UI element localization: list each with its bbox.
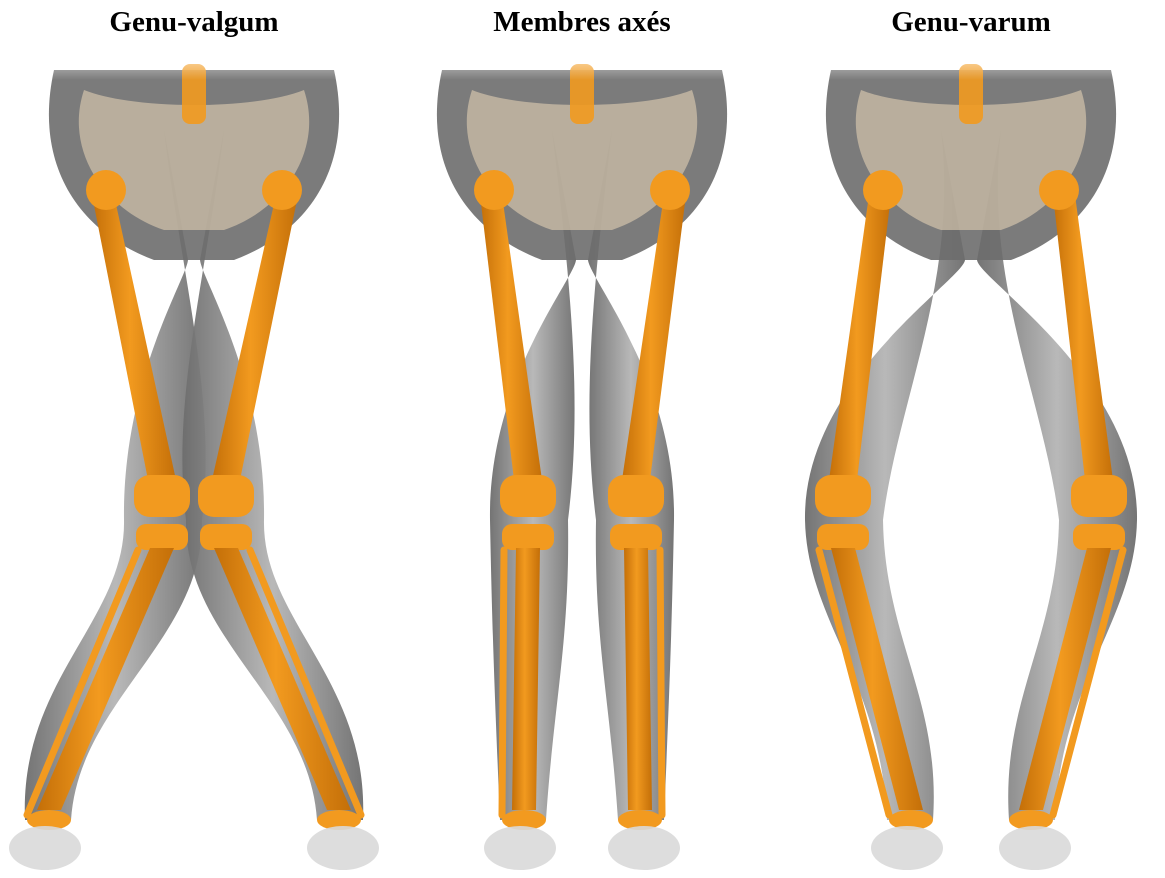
- fibula: [502, 550, 504, 815]
- foot: [9, 826, 81, 870]
- femoral-head: [86, 170, 126, 210]
- leg-illustration-varum: [777, 0, 1165, 878]
- panel-varum: Genu-varum: [777, 0, 1165, 878]
- foot: [999, 826, 1071, 870]
- femoral-condyles: [134, 475, 190, 517]
- foot: [608, 826, 680, 870]
- fibula: [660, 550, 662, 815]
- tibial-plateau: [200, 524, 252, 550]
- femoral-condyles: [608, 475, 664, 517]
- tibial-plateau: [610, 524, 662, 550]
- tibial-plateau: [817, 524, 869, 550]
- tibia: [214, 548, 351, 810]
- foot: [484, 826, 556, 870]
- femoral-head: [262, 170, 302, 210]
- tibial-plateau: [502, 524, 554, 550]
- leg-illustration-valgum: [0, 0, 388, 878]
- femoral-condyles: [198, 475, 254, 517]
- tibia: [37, 548, 174, 810]
- tibia: [512, 548, 540, 810]
- foot: [307, 826, 379, 870]
- femoral-head: [474, 170, 514, 210]
- tibial-plateau: [136, 524, 188, 550]
- panel-axes: Membres axés: [388, 0, 776, 878]
- foot: [871, 826, 943, 870]
- femoral-head: [1039, 170, 1079, 210]
- femoral-head: [650, 170, 690, 210]
- femoral-condyles: [1071, 475, 1127, 517]
- panel-valgum: Genu-valgum: [0, 0, 388, 878]
- femoral-head: [863, 170, 903, 210]
- tibia: [624, 548, 652, 810]
- leg-illustration-axes: [388, 0, 776, 878]
- tibial-plateau: [1073, 524, 1125, 550]
- femoral-condyles: [500, 475, 556, 517]
- femoral-condyles: [815, 475, 871, 517]
